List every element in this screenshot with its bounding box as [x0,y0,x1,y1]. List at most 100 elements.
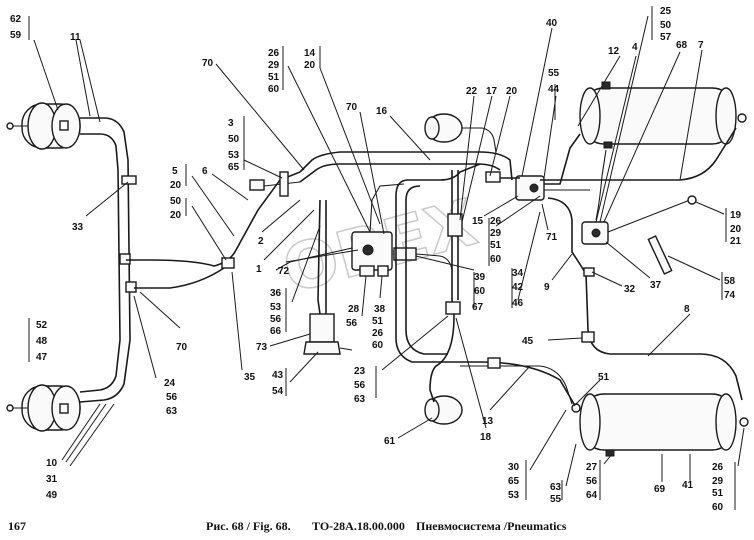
callout-59: 59 [10,30,22,41]
brake-chamber-top-left [6,102,81,150]
brake-valve [581,221,609,245]
central-valve-block [351,231,417,277]
callout-13: 13 [482,416,494,427]
callout-5: 5 [172,166,178,177]
callout-38: 38 [374,304,386,315]
callout-64: 64 [586,490,598,501]
callout-20-a: 20 [170,180,182,191]
pipe-network [79,117,743,405]
callout-60-b: 60 [372,340,384,351]
callout-66: 66 [270,326,282,337]
air-filter [303,313,353,355]
callout-51-c: 51 [490,240,502,251]
figure-label: Рис. 68 / Fig. 68. [206,519,291,533]
callout-20-e: 20 [730,224,742,235]
callout-50-c: 50 [660,20,672,31]
callout-48: 48 [36,336,48,347]
callout-47: 47 [36,352,48,363]
callout-74: 74 [724,290,736,301]
callout-51-e: 51 [712,488,724,499]
callout-20-b: 20 [170,210,182,221]
callout-60-a: 60 [268,84,280,95]
callout-34: 34 [512,268,524,279]
callout-60-c: 60 [490,254,502,265]
callout-65-b: 65 [508,476,520,487]
callout-12: 12 [608,46,620,57]
callout-57: 57 [660,32,672,43]
callout-35: 35 [244,372,256,383]
callout-49: 49 [46,490,58,501]
callout-6: 6 [202,166,208,177]
callout-50-b: 50 [170,196,182,207]
callout-67: 67 [472,302,484,313]
callout-71: 71 [546,232,558,243]
callout-72: 72 [278,266,290,277]
callout-63-c: 63 [550,482,562,493]
callout-31: 31 [46,474,58,485]
document-code: ТО-28А.18.00.000 [312,519,405,533]
callout-30: 30 [508,462,520,473]
callout-61: 61 [384,436,396,447]
callout-20-c: 20 [304,60,316,71]
callout-56-e: 56 [586,476,598,487]
callout-32: 32 [624,284,636,295]
callout-42: 42 [512,282,524,293]
callout-45: 45 [522,336,534,347]
callout-1: 1 [256,264,262,275]
brake-chamber-middle-top [424,113,463,143]
callout-51-a: 51 [268,72,280,83]
callout-26-c: 26 [490,216,502,227]
callout-46: 46 [512,298,524,309]
callout-4: 4 [632,42,638,53]
callout-3: 3 [228,118,234,129]
callout-53-c: 53 [508,490,520,501]
callout-labels: 62 59 11 33 52 48 47 10 31 49 70 3 50 53… [10,6,742,513]
callout-58: 58 [724,276,736,287]
callout-56-d: 56 [354,380,366,391]
callout-19: 19 [730,210,742,221]
callout-63-a: 63 [166,406,178,417]
callout-26-d: 26 [712,462,724,473]
callout-55-b: 55 [550,494,562,505]
callout-20-d: 20 [506,86,518,97]
callout-53-a: 53 [228,150,240,161]
callout-54: 54 [272,386,284,397]
callout-53-b: 53 [270,302,282,313]
brake-pedal-lever [647,235,673,275]
callout-15: 15 [472,216,484,227]
callout-51-d: 51 [598,372,610,383]
page-number: 167 [8,519,26,533]
callout-18: 18 [480,432,492,443]
callout-23: 23 [354,366,366,377]
callout-17: 17 [486,86,498,97]
callout-29-a: 29 [268,60,280,71]
callout-43: 43 [272,370,284,381]
brake-chamber-bottom-left [6,384,81,432]
callout-70-a: 70 [202,58,214,69]
callout-29-c: 29 [712,476,724,487]
callout-33: 33 [72,222,84,233]
callout-36: 36 [270,288,282,299]
callout-24: 24 [164,378,176,389]
callout-16: 16 [376,106,388,117]
leader-lines [28,6,745,510]
callout-14: 14 [304,48,316,59]
callout-73: 73 [256,342,268,353]
callout-56-a: 56 [166,392,178,403]
callout-21: 21 [730,236,742,247]
brake-chamber-middle-bottom [424,395,463,425]
callout-70-b: 70 [176,342,188,353]
callout-40: 40 [546,18,558,29]
callout-2: 2 [258,236,264,247]
air-receiver-top-right [579,81,747,149]
callout-26-b: 26 [372,328,384,339]
callout-60-d: 60 [474,286,486,297]
pressure-regulator [515,175,545,201]
callout-56-c: 56 [346,318,358,329]
callout-25: 25 [660,6,672,17]
air-receiver-bottom-right [571,393,749,457]
callout-9: 9 [544,282,550,293]
callout-56-b: 56 [270,314,282,325]
callout-41: 41 [682,480,694,491]
